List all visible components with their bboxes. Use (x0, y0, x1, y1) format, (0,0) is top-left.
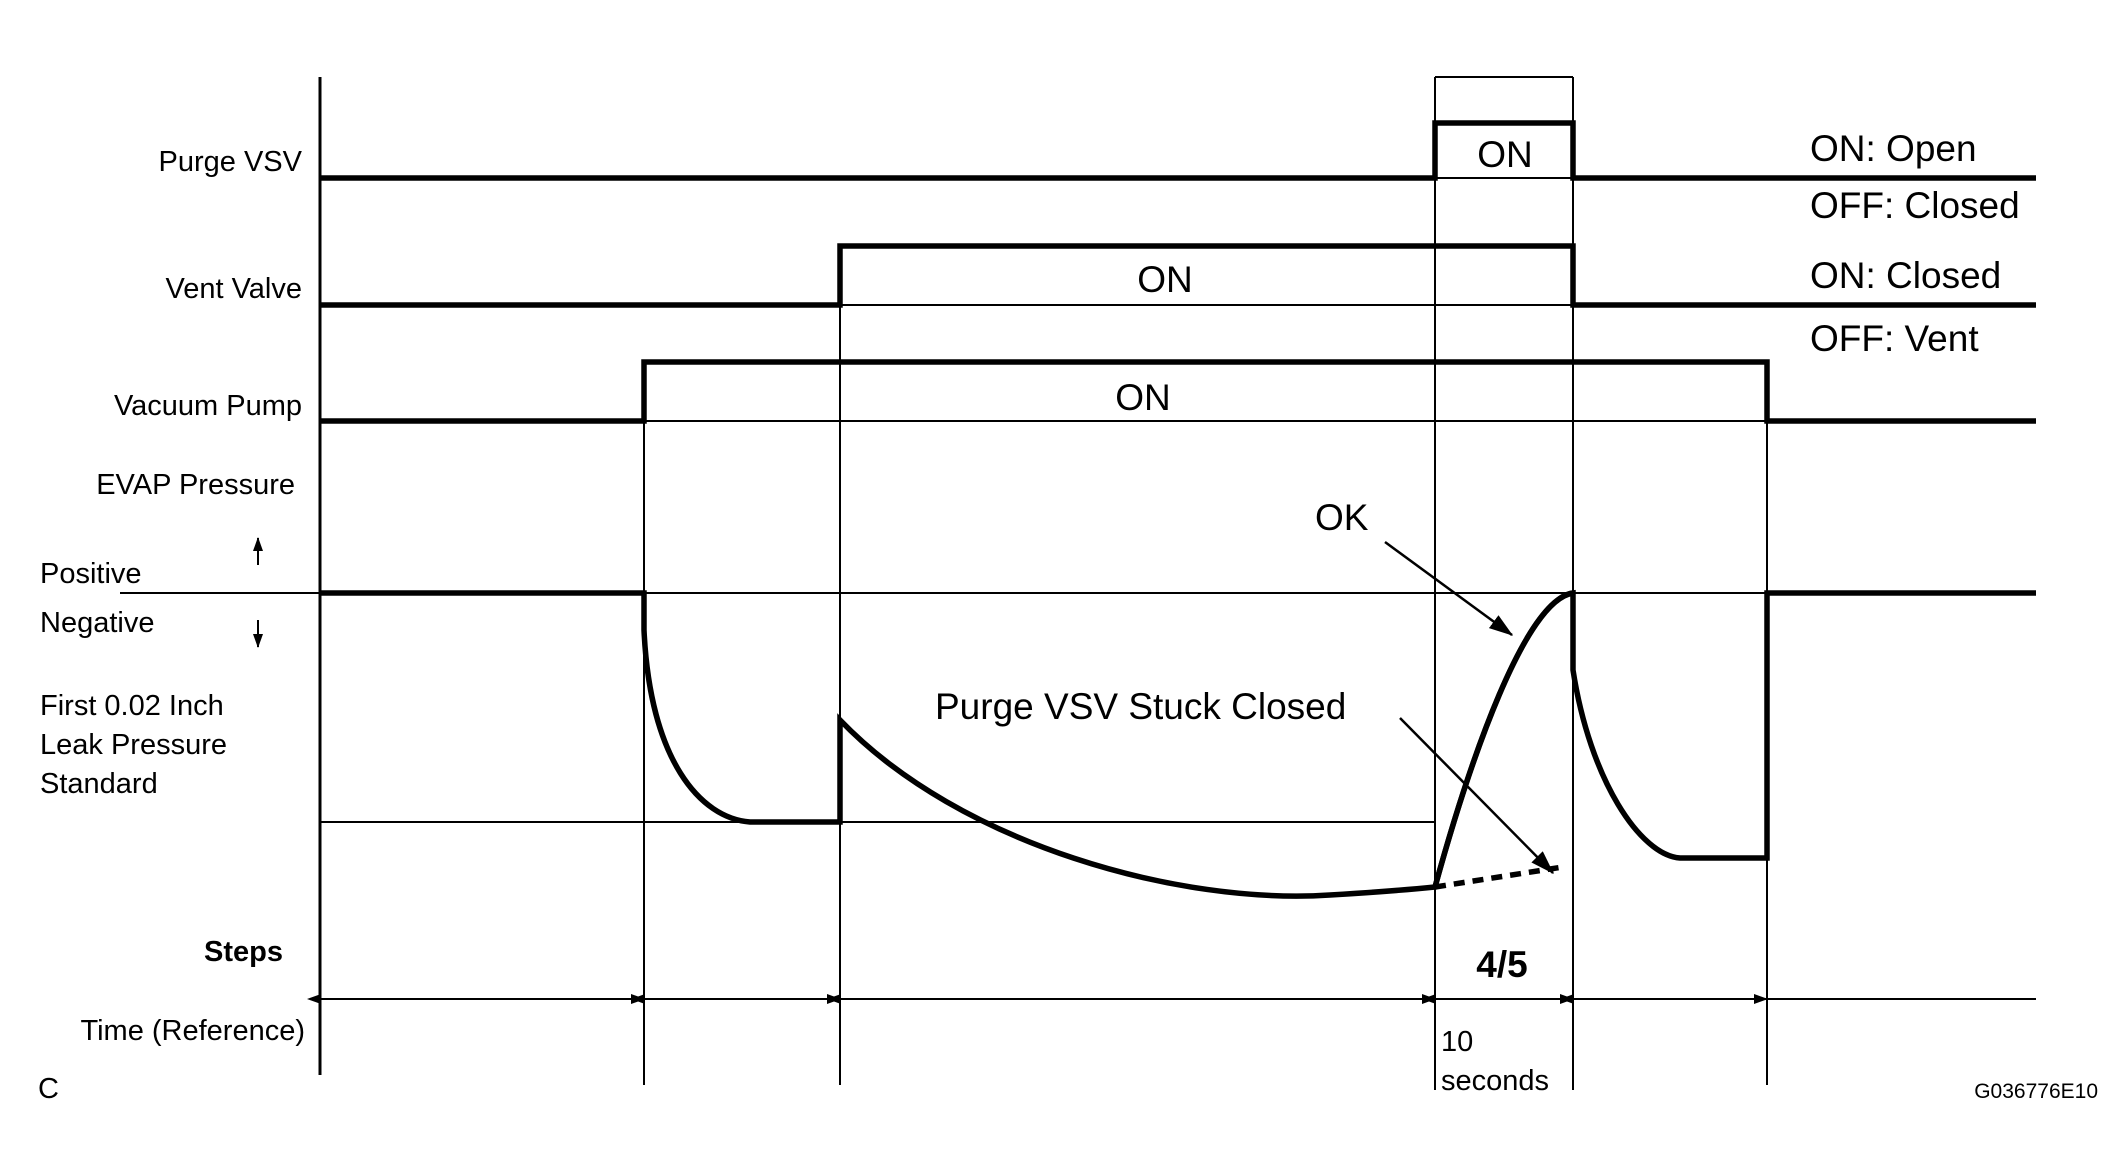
steps-time-rows: Steps 4/5 Time (Reference) 10 seconds (80, 936, 2036, 1097)
stuck-closed-annotation: Purge VSV Stuck Closed (935, 686, 1346, 727)
ok-pressure-curve (1432, 590, 1574, 888)
purge-vsv-waveform (320, 120, 2036, 181)
vacuum-pump-waveform (320, 359, 2036, 424)
purge-vsv-label: Purge VSV (159, 146, 303, 178)
purge-vsv-row: Purge VSV ON ON: Open OFF: Closed (159, 120, 2036, 226)
evap-pressure-row: EVAP Pressure Positive Negative First 0.… (40, 469, 2036, 899)
ok-annotation: OK (1315, 497, 1369, 538)
duration-value: 10 (1441, 1026, 1473, 1058)
standard-label-line3: Standard (40, 768, 158, 800)
vent-valve-row: Vent Valve ON ON: Closed OFF: Vent (165, 243, 2036, 359)
corner-letter: C (38, 1073, 59, 1105)
vacuum-pump-row: Vacuum Pump ON (114, 359, 2036, 424)
vacuum-pump-state: ON (1115, 377, 1171, 418)
stuck-closed-pressure-curve (1434, 864, 1564, 890)
steps-label: Steps (204, 936, 283, 968)
ok-pointer-arrow (1384, 540, 1514, 637)
purge-vsv-state: ON (1477, 134, 1533, 175)
standard-label-line1: First 0.02 Inch (40, 690, 224, 722)
vent-valve-legend-off: OFF: Vent (1810, 318, 1979, 359)
standard-label-line2: Leak Pressure (40, 729, 227, 761)
vent-valve-label: Vent Valve (165, 273, 302, 305)
negative-label: Negative (40, 607, 154, 639)
evap-pressure-waveform (320, 589, 2036, 899)
step-4-5-label: 4/5 (1476, 944, 1527, 985)
vacuum-pump-label: Vacuum Pump (114, 390, 302, 422)
vent-valve-state: ON (1137, 259, 1193, 300)
evap-pressure-label: EVAP Pressure (96, 469, 295, 501)
vent-valve-waveform (320, 243, 2036, 308)
vent-valve-legend-on: ON: Closed (1810, 255, 2001, 296)
figure-code: G036776E10 (1974, 1080, 2098, 1103)
duration-unit: seconds (1441, 1065, 1549, 1097)
time-reference-label: Time (Reference) (80, 1015, 305, 1047)
purge-vsv-legend-on: ON: Open (1810, 128, 1977, 169)
purge-vsv-legend-off: OFF: Closed (1810, 185, 2020, 226)
stuck-closed-pointer-arrow (1399, 717, 1554, 874)
positive-label: Positive (40, 558, 142, 590)
step-boundaries (643, 76, 1768, 1090)
